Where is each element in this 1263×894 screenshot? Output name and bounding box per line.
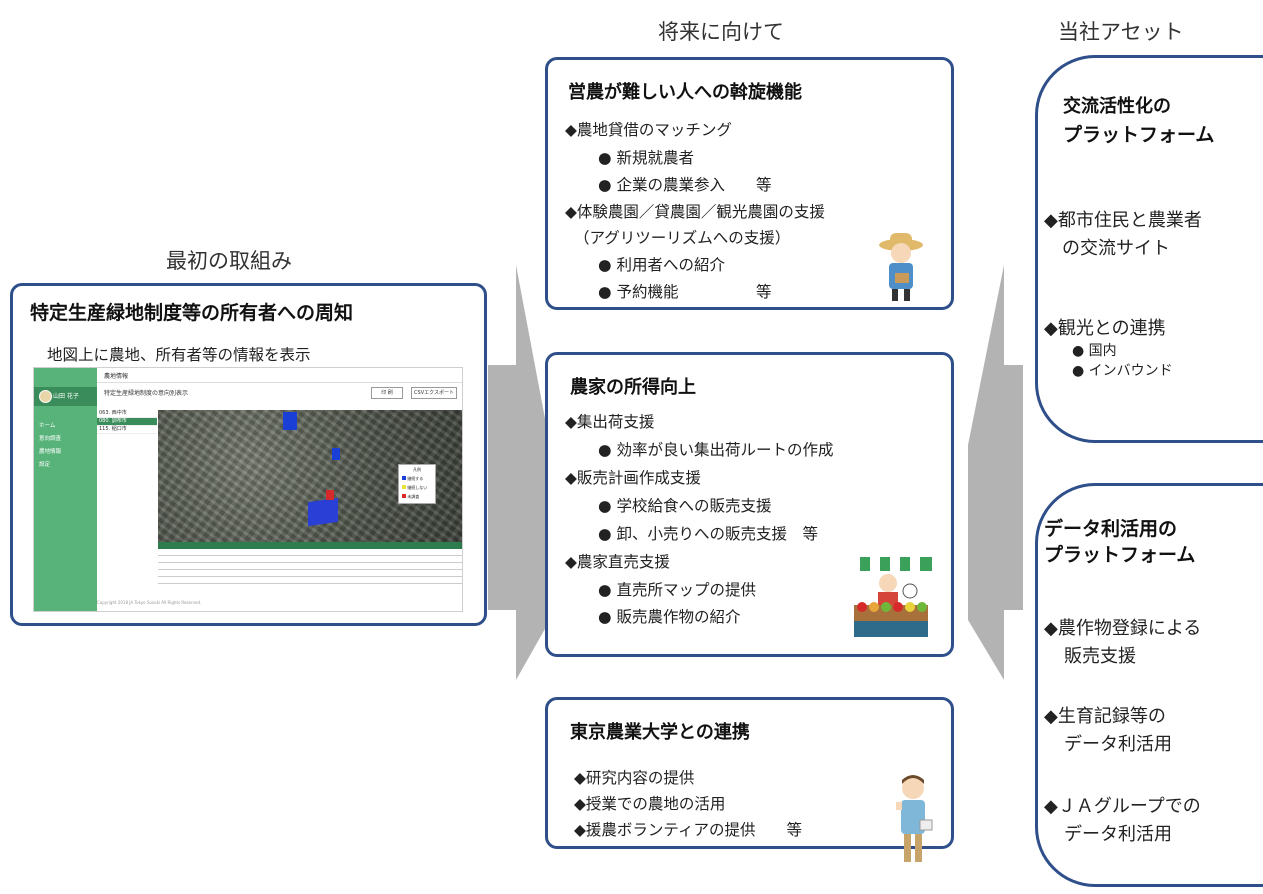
line: ◆販売計画作成支援 [565, 469, 701, 487]
app-page-subtitle: 特定生産緑地制度の意向別表示 [104, 390, 189, 397]
parcel[interactable] [308, 497, 338, 527]
app-title: 農地情報 [104, 373, 129, 380]
menu-item-settings[interactable]: 設定 [39, 462, 51, 468]
table-header [158, 542, 462, 549]
farmer-illustration-icon [879, 233, 923, 301]
market-stall-illustration-icon [850, 557, 932, 637]
map-legend: 凡例 継続する 継続しない 未調査 [398, 464, 436, 504]
app-topbar [97, 368, 462, 383]
line: ◆観光との連携 [1044, 318, 1166, 339]
user-name: 山田 花子 [53, 393, 79, 400]
header-assets: 当社アセット [1058, 20, 1184, 44]
line: ◆援農ボランティアの提供 等 [574, 821, 802, 839]
app-screenshot: 山田 花子 ホーム 意向調査 農地情報 設定 農地情報 特定生産緑地制度の意向別… [33, 367, 463, 612]
initial-box-title: 特定生産緑地制度等の所有者への周知 [30, 302, 354, 324]
print-button[interactable]: 印 刷 [371, 387, 403, 399]
line: ● 国内 [1072, 343, 1117, 359]
asset-box-exchange-title-1: 交流活性化の [1063, 96, 1171, 117]
line: ● 販売農作物の紹介 [598, 608, 741, 626]
arrow-left [968, 265, 1023, 680]
line: ◆都市住民と農業者 [1044, 210, 1202, 231]
asset-box-exchange-title-2: プラットフォーム [1063, 124, 1215, 146]
header-future: 将来に向けて [658, 20, 784, 44]
student-illustration-icon [896, 775, 933, 862]
table-row[interactable] [158, 556, 462, 563]
legend-item: 継続する [402, 476, 435, 482]
line: ◆農地貸借のマッチング [565, 121, 732, 139]
menu-item-farmland[interactable]: 農地情報 [39, 449, 62, 455]
line: ● 直売所マップの提供 [598, 581, 756, 599]
line: ◆授業での農地の活用 [574, 795, 726, 813]
future-box-income-title: 農家の所得向上 [570, 377, 696, 398]
asset-box-exchange: 交流活性化の プラットフォーム ◆都市住民と農業者 の交流サイト ◆観光との連携… [1035, 55, 1263, 443]
list-item[interactable]: 115. 稲口市 [97, 426, 157, 434]
legend-label: 継続する [407, 476, 424, 481]
line: 販売支援 [1064, 646, 1136, 667]
initial-box-subtitle: 地図上に農地、所有者等の情報を表示 [47, 346, 311, 364]
arrow-right [488, 265, 550, 680]
legend-title: 凡例 [413, 467, 421, 472]
future-box-university-title: 東京農業大学との連携 [570, 722, 750, 743]
header-initial: 最初の取組み [166, 249, 292, 273]
line: ● 効率が良い集出荷ルートの作成 [598, 441, 834, 459]
line: ◆生育記録等の [1044, 706, 1166, 727]
menu-item-home[interactable]: ホーム [39, 423, 56, 429]
line: ● 卸、小売りへの販売支援 等 [598, 525, 818, 543]
app-footer: Copyright 2018 JA Tokyo Suzuki All Right… [97, 600, 202, 605]
legend-swatch [402, 476, 406, 480]
legend-item: 継続しない [402, 485, 435, 491]
line: ● 新規就農者 [598, 149, 694, 167]
legend-swatch [402, 485, 406, 489]
legend-item: 未調査 [402, 494, 435, 500]
asset-box-data: データ利活用の プラットフォーム ◆農作物登録による 販売支援 ◆生育記録等の … [1035, 483, 1263, 887]
line: ◆農作物登録による [1044, 618, 1202, 639]
line: ◆研究内容の提供 [574, 769, 695, 787]
line: の交流サイト [1062, 238, 1170, 259]
line: ◆農家直売支援 [565, 553, 670, 571]
menu-item-survey[interactable]: 意向調査 [39, 436, 62, 442]
table-row[interactable] [158, 577, 462, 584]
line: ● 企業の農業参入 等 [598, 176, 772, 194]
future-box-mediation-title: 営農が難しい人への斡旋機能 [568, 82, 802, 103]
parcel[interactable] [326, 490, 334, 500]
list-item[interactable]: 063. 西中市 [97, 410, 157, 418]
line: ● 学校給食への販売支援 [598, 497, 772, 515]
future-box-university: 東京農業大学との連携 ◆研究内容の提供 ◆授業での農地の活用 ◆援農ボランティア… [545, 697, 954, 862]
line: ● 利用者への紹介 [598, 256, 725, 274]
asset-box-data-title-2: プラットフォーム [1044, 544, 1196, 566]
legend-label: 継続しない [407, 485, 428, 490]
avatar [39, 390, 52, 403]
table-row[interactable] [158, 563, 462, 570]
line: データ利活用 [1064, 734, 1172, 755]
app-sidebar [34, 368, 97, 611]
line: ◆ＪＡグループでの [1044, 796, 1201, 817]
legend-label: 未調査 [407, 494, 420, 499]
future-box-mediation: 営農が難しい人への斡旋機能 ◆農地貸借のマッチング ● 新規就農者 ● 企業の農… [545, 57, 954, 310]
line: （アグリツーリズムへの支援） [574, 229, 791, 247]
parcel[interactable] [332, 448, 340, 460]
asset-box-data-title-1: データ利活用の [1044, 518, 1178, 540]
csv-export-button[interactable]: CSVエクスポート [411, 387, 457, 399]
parcel[interactable] [283, 412, 297, 430]
area-list: 063. 西中市 080. 調布市 115. 稲口市 [97, 410, 157, 434]
table-row[interactable] [158, 570, 462, 577]
line: データ利活用 [1064, 824, 1172, 845]
owner-table [158, 542, 462, 596]
line: ◆集出荷支援 [565, 413, 655, 431]
line: ◆体験農園／貸農園／観光農園の支援 [565, 203, 825, 221]
table-row[interactable] [158, 549, 462, 556]
list-item[interactable]: 080. 調布市 [97, 418, 157, 426]
legend-swatch [402, 494, 406, 498]
line: ● インバウンド [1072, 363, 1173, 379]
future-box-income: 農家の所得向上 ◆集出荷支援 ● 効率が良い集出荷ルートの作成 ◆販売計画作成支… [545, 352, 954, 657]
line: ● 予約機能 等 [598, 283, 772, 301]
